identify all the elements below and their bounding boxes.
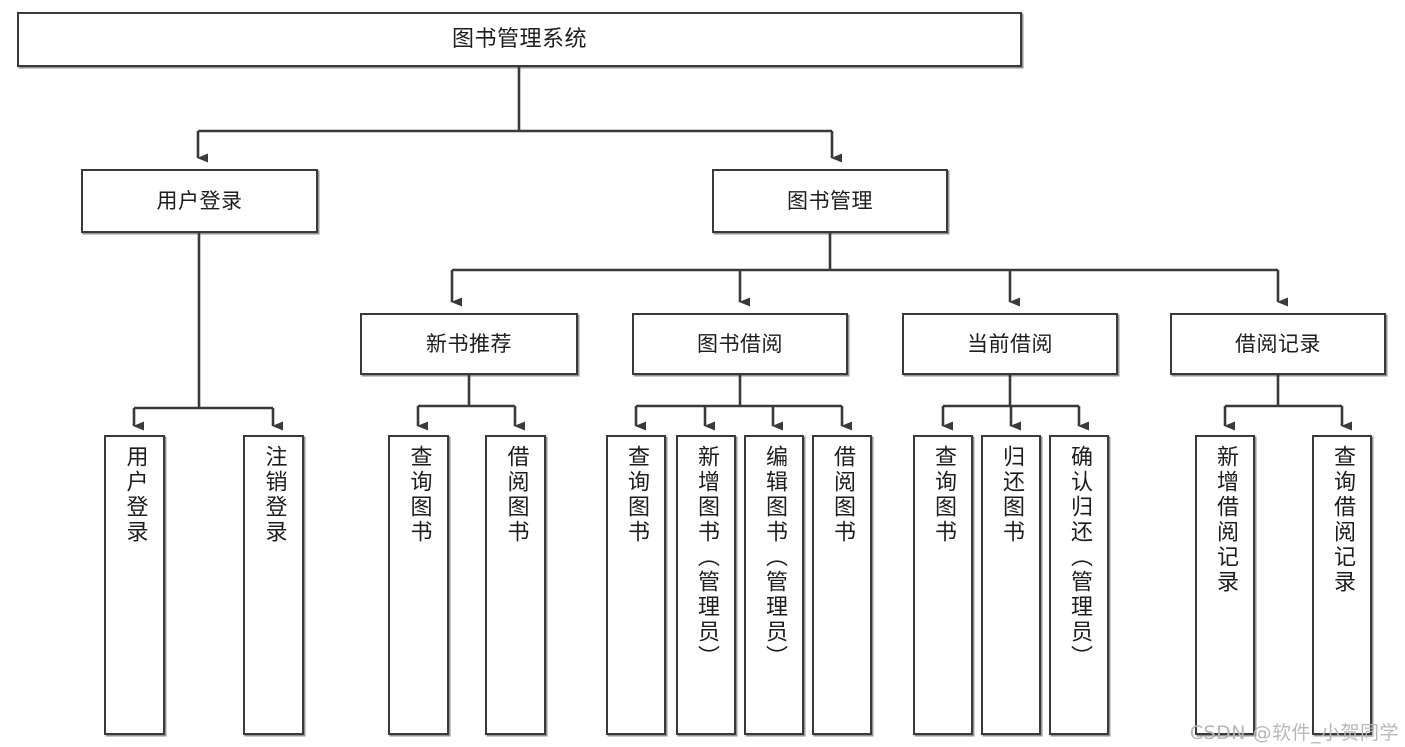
- node-new-book-recommend-label: 新书推荐: [426, 331, 512, 356]
- leaf-current-query-book-label: 查询图书: [931, 445, 956, 545]
- node-book-borrow[interactable]: 图书借阅: [632, 313, 848, 375]
- leaf-record-add-label: 新增借阅记录: [1213, 445, 1238, 595]
- leaf-user-login-signin-label: 用户登录: [122, 445, 148, 545]
- node-new-book-recommend[interactable]: 新书推荐: [360, 313, 578, 375]
- node-root-label: 图书管理系统: [451, 26, 587, 52]
- node-current-borrow[interactable]: 当前借阅: [902, 313, 1118, 375]
- node-book-management[interactable]: 图书管理: [712, 169, 948, 233]
- leaf-user-login-signout-label: 注销登录: [261, 445, 287, 545]
- leaf-borrow-borrow-book-label: 借阅图书: [830, 445, 855, 545]
- leaf-borrow-query-book[interactable]: 查询图书: [606, 435, 666, 735]
- leaf-new-book-borrow-label: 借阅图书: [503, 445, 529, 545]
- leaf-user-login-signout[interactable]: 注销登录: [243, 435, 304, 735]
- leaf-new-book-borrow[interactable]: 借阅图书: [485, 435, 546, 735]
- leaf-record-add[interactable]: 新增借阅记录: [1195, 435, 1255, 735]
- node-user-login-label: 用户登录: [156, 188, 243, 213]
- node-book-borrow-label: 图书借阅: [697, 331, 783, 356]
- leaf-user-login-signin[interactable]: 用户登录: [104, 435, 165, 735]
- leaf-current-confirm-return[interactable]: 确认归还（管理员）: [1049, 435, 1109, 735]
- watermark-text: CSDN @软件_小贺同学: [1189, 722, 1399, 744]
- leaf-record-query[interactable]: 查询借阅记录: [1312, 435, 1372, 735]
- node-borrow-record[interactable]: 借阅记录: [1170, 313, 1386, 375]
- leaf-current-return-book-label: 归还图书: [999, 445, 1024, 545]
- leaf-current-query-book[interactable]: 查询图书: [913, 435, 973, 735]
- leaf-borrow-add-book[interactable]: 新增图书（管理员）: [676, 435, 736, 735]
- leaf-borrow-add-book-label: 新增图书（管理员）: [694, 445, 719, 670]
- leaf-borrow-query-book-label: 查询图书: [624, 445, 649, 545]
- leaf-current-return-book[interactable]: 归还图书: [981, 435, 1041, 735]
- leaf-borrow-edit-book[interactable]: 编辑图书（管理员）: [744, 435, 804, 735]
- node-borrow-record-label: 借阅记录: [1235, 331, 1321, 356]
- leaf-new-book-query-label: 查询图书: [406, 445, 432, 545]
- leaf-record-query-label: 查询借阅记录: [1330, 445, 1355, 595]
- node-root[interactable]: 图书管理系统: [17, 12, 1022, 67]
- leaf-borrow-edit-book-label: 编辑图书（管理员）: [762, 445, 787, 670]
- node-current-borrow-label: 当前借阅: [967, 331, 1053, 356]
- node-book-management-label: 图书管理: [787, 188, 873, 213]
- leaf-borrow-borrow-book[interactable]: 借阅图书: [812, 435, 872, 735]
- leaf-current-confirm-return-label: 确认归还（管理员）: [1067, 445, 1092, 670]
- node-user-login[interactable]: 用户登录: [81, 169, 318, 233]
- leaf-new-book-query[interactable]: 查询图书: [388, 435, 449, 735]
